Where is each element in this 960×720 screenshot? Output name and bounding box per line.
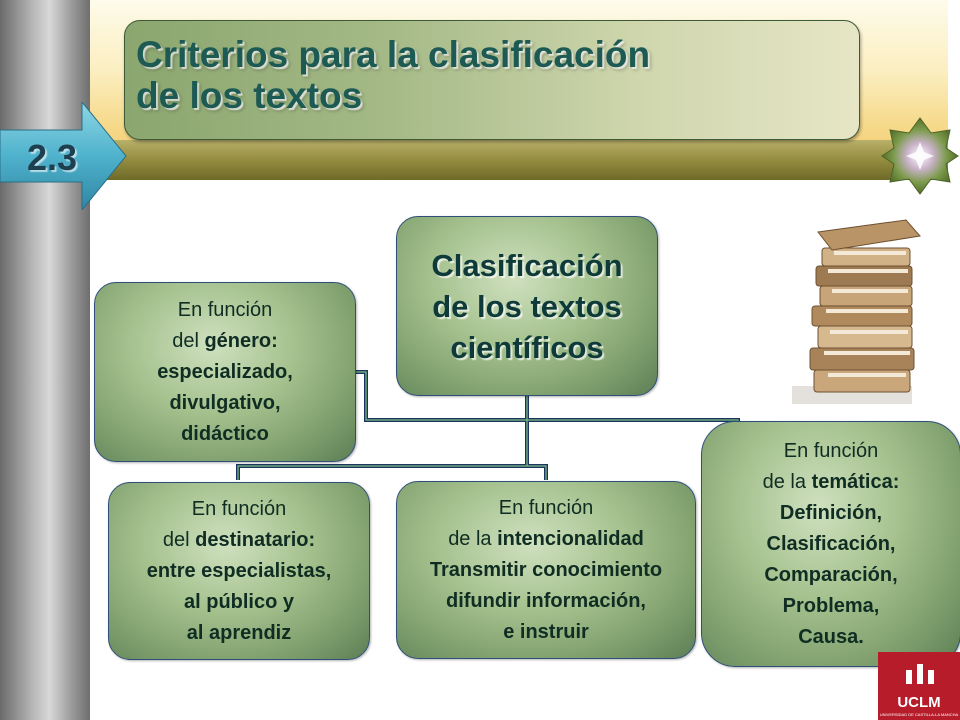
center-line-2: de los textos xyxy=(432,288,622,324)
uclm-logo-text: UCLM xyxy=(897,694,941,711)
intencionalidad-line-4-part-1: difundir información, xyxy=(446,589,646,612)
title-box xyxy=(124,20,860,140)
section-number: 2.3 xyxy=(26,137,78,178)
uclm-emblem-icon xyxy=(906,664,934,684)
center-line-3: científicos xyxy=(450,329,604,365)
tematica-line-2-part-1: de la xyxy=(762,470,812,493)
intencionalidad-line-4: difundir información, xyxy=(446,586,646,617)
tematica-line-6-part-1: Problema, xyxy=(782,594,880,617)
tematica-line-5: Comparación, xyxy=(764,560,897,591)
tematica-line-1-part-1: En función xyxy=(783,439,879,462)
tematica-line-2-part-2: temática: xyxy=(811,470,900,493)
header-olive-strip xyxy=(90,140,948,180)
destinatario-line-3: entre especialistas, xyxy=(147,556,332,587)
center-line-1: Clasificación xyxy=(431,247,623,283)
tematica-line-5-part-1: Comparación, xyxy=(764,563,898,586)
tematica-line-4: Clasificación, xyxy=(767,529,896,560)
left-decorative-bar xyxy=(0,0,90,720)
destinatario-node: En función del destinatario: entre especia… xyxy=(108,482,370,660)
tematica-line-3: Definición, xyxy=(780,498,882,529)
star-ornament-icon xyxy=(881,117,959,195)
destinatario-line-2-part-2: destinatario: xyxy=(195,528,316,551)
destinatario-line-3-part-1: entre especialistas, xyxy=(146,559,332,582)
genero-line-2-part-2: género: xyxy=(204,329,278,352)
tematica-line-7-part-1: Causa. xyxy=(798,625,864,648)
genero-line-4: divulgativo, xyxy=(169,388,280,419)
intencionalidad-line-3: Transmitir conocimiento xyxy=(430,555,662,586)
intencionalidad-line-2: de la intencionalidad xyxy=(448,524,644,555)
tematica-line-7: Causa. xyxy=(798,622,864,653)
destinatario-line-5: al aprendiz xyxy=(187,618,291,649)
genero-line-3-part-1: especializado, xyxy=(157,360,293,383)
tematica-line-6: Problema, xyxy=(783,591,880,622)
destinatario-line-4-part-1: al público y xyxy=(183,590,295,613)
genero-line-3: especializado, xyxy=(157,357,293,388)
intencionalidad-line-2-part-2: intencionalidad xyxy=(497,527,644,550)
destinatario-line-2-part-1: del xyxy=(162,528,196,551)
intencionalidad-line-2-part-1: de la xyxy=(448,527,498,550)
destinatario-line-2: del destinatario: xyxy=(163,525,315,556)
uclm-logo xyxy=(878,652,960,720)
genero-line-1: En función xyxy=(178,295,273,326)
destinatario-line-1: En función xyxy=(192,494,287,525)
title-line-2: de los textos xyxy=(136,75,363,116)
tematica-line-3-part-1: Definición, xyxy=(779,501,883,524)
intencionalidad-line-1-part-1: En función xyxy=(498,496,594,519)
page-title: Criterios para la clasificación de los t… xyxy=(136,34,836,116)
destinatario-line-5-part-1: al aprendiz xyxy=(186,621,292,644)
tematica-node: En función de la temática: Definición, Clas… xyxy=(701,421,960,667)
genero-node: En función del género: especializado, divul… xyxy=(94,282,356,462)
genero-line-5-part-1: didáctico xyxy=(181,422,269,445)
intencionalidad-line-3-part-1: Transmitir conocimiento xyxy=(429,558,663,581)
intencionalidad-line-1: En función xyxy=(499,493,594,524)
tematica-line-4-part-1: Clasificación, xyxy=(766,532,896,555)
tematica-line-2: de la temática: xyxy=(763,467,900,498)
genero-line-1-part-1: En función xyxy=(177,298,273,321)
title-line-1: Criterios para la clasificación xyxy=(136,34,651,75)
genero-line-5: didáctico xyxy=(181,419,269,450)
genero-line-4-part-1: divulgativo, xyxy=(169,391,281,414)
destinatario-line-1-part-1: En función xyxy=(191,497,287,520)
destinatario-line-4: al público y xyxy=(184,587,294,618)
section-arrow-icon xyxy=(0,102,127,210)
intencionalidad-line-5: e instruir xyxy=(503,617,589,648)
tematica-line-1: En función xyxy=(784,436,879,467)
intencionalidad-line-5-part-1: e instruir xyxy=(503,620,589,643)
genero-line-2-part-1: del xyxy=(172,329,205,352)
central-node: Clasificación de los textos científicos xyxy=(396,216,658,396)
books-stack-icon xyxy=(788,210,928,406)
uclm-logo-subtitle: UNIVERSIDAD DE CASTILLA-LA MANCHA xyxy=(879,712,959,717)
genero-line-2: del género: xyxy=(172,326,278,357)
